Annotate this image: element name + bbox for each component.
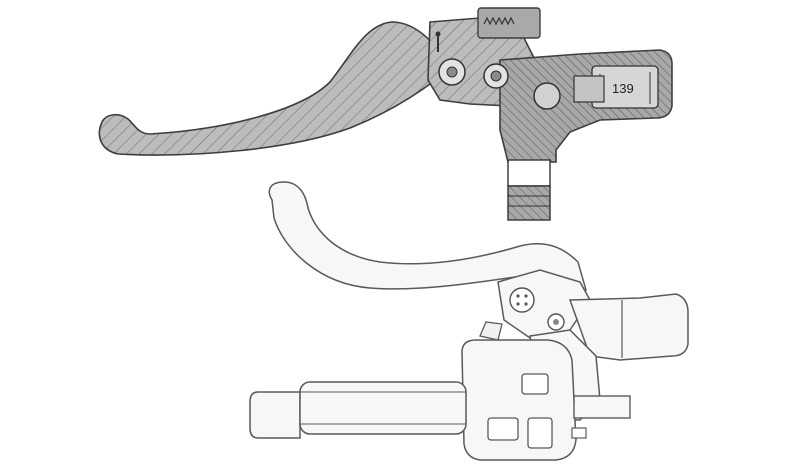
handlebar-grip [249,391,301,439]
piston [573,75,605,103]
switch-button-right [527,417,553,449]
handlebar-clamp-upper [507,159,551,187]
switch-button-left [487,417,519,441]
part-number-label: 139 [612,81,634,96]
external-lever-assembly [249,181,689,461]
toggle-tab [479,321,503,341]
sectioned-lever-assembly: 139 [98,7,673,221]
switch-housing [461,339,577,461]
handlebar-tube [573,395,631,419]
sectioned-lever-blade [98,21,447,156]
handlebar-clamp-lower [507,185,551,221]
push-rod-pivot [533,82,561,110]
grip-body [299,381,467,435]
lever-blade-outline [268,181,587,300]
switch-button-top [521,373,549,395]
adjuster-spring [483,16,515,26]
adjuster-dial [509,287,535,313]
master-cylinder-housing [568,293,689,361]
